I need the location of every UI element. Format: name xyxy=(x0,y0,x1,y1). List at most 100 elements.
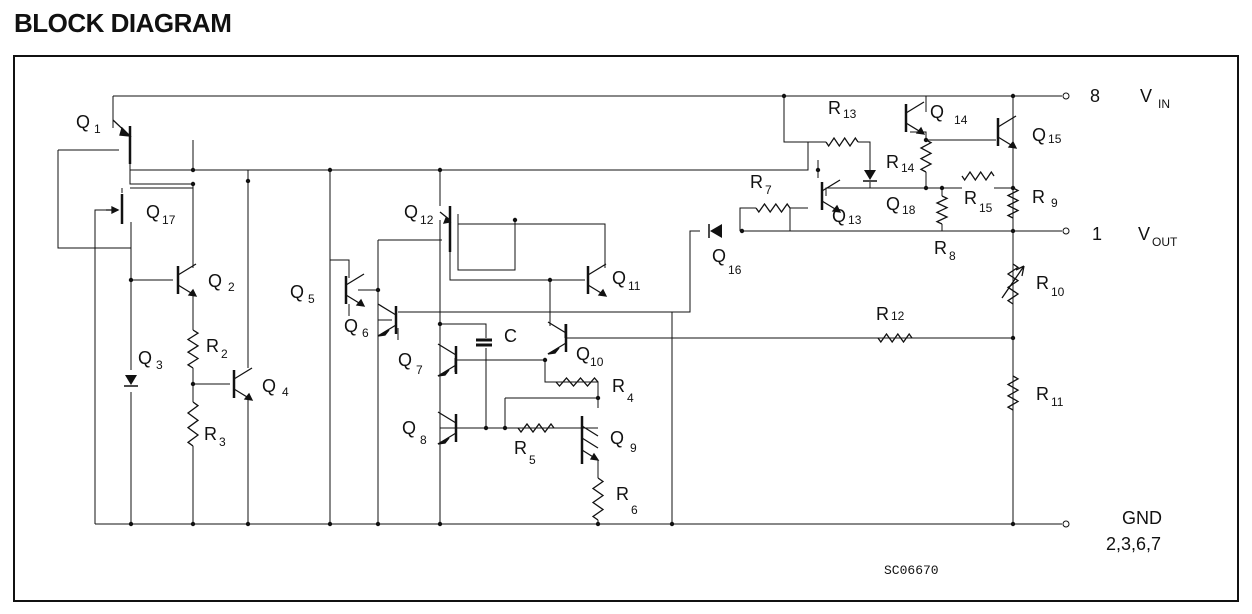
resistor-r15 xyxy=(961,170,995,182)
label-r4: R4 xyxy=(612,376,634,405)
junction-dot xyxy=(437,521,443,527)
transistor-q10 xyxy=(547,321,568,355)
junction-dot xyxy=(190,381,196,387)
wire xyxy=(330,259,350,278)
junction-dot xyxy=(923,137,929,143)
wire xyxy=(94,209,106,524)
label-q8: Q8 xyxy=(402,418,427,447)
page-title: BLOCK DIAGRAM xyxy=(14,8,232,38)
zener-q3 xyxy=(124,375,138,387)
junction-dot xyxy=(595,395,601,401)
transistors xyxy=(106,101,1018,464)
label-r5: R5 xyxy=(514,438,536,467)
wire xyxy=(440,323,487,338)
junction-dot xyxy=(1010,335,1016,341)
diode-q16 xyxy=(708,224,722,238)
gnd-pin-name: GND xyxy=(1122,508,1162,528)
junction-dot xyxy=(437,167,443,173)
transistor-q13 xyxy=(820,179,842,213)
junction-dot xyxy=(923,185,929,191)
wire xyxy=(455,359,599,408)
junction-dot xyxy=(128,521,134,527)
junction-dot xyxy=(512,217,518,223)
resistor-r5 xyxy=(517,422,555,434)
junction-dot xyxy=(781,93,787,99)
resistor-r13 xyxy=(825,136,859,148)
drawing-code: SC06670 xyxy=(884,563,939,578)
transistor-q9 xyxy=(580,416,600,464)
transistor-q5 xyxy=(344,273,366,307)
transistor-q17 xyxy=(106,194,124,224)
resistor-r4 xyxy=(555,377,599,387)
junction-dot xyxy=(437,321,443,327)
wire xyxy=(457,214,516,271)
wire xyxy=(739,207,756,231)
junction-dot xyxy=(190,167,196,173)
transistor-q15 xyxy=(996,115,1018,149)
r10-adjust-arrow xyxy=(1001,265,1025,299)
transistor-q14 xyxy=(904,101,926,135)
transistor-q1 xyxy=(112,119,132,164)
junction-dot xyxy=(502,425,508,431)
wire xyxy=(398,230,700,313)
resistor-r12 xyxy=(877,332,913,344)
transistor-q8 xyxy=(437,411,458,445)
vout-pin-number: 1 xyxy=(1092,224,1102,244)
diagram-frame xyxy=(13,55,1239,602)
transistor-q2 xyxy=(176,263,198,297)
junction-dot xyxy=(375,521,381,527)
label-q10: Q10 xyxy=(576,344,604,369)
junction-dot xyxy=(739,228,745,234)
junction-dot xyxy=(327,521,333,527)
label-q16: Q16 xyxy=(712,246,742,277)
capacitor-c xyxy=(476,338,492,347)
junction-dot xyxy=(669,521,675,527)
label-r6: R6 xyxy=(616,484,638,517)
wire xyxy=(129,142,193,185)
resistor-r7 xyxy=(755,202,791,214)
resistors xyxy=(186,136,1025,521)
wire xyxy=(458,223,606,268)
transistor-q11 xyxy=(586,263,608,297)
wire xyxy=(910,131,927,140)
junction-dot xyxy=(595,521,601,527)
junction-dot xyxy=(375,287,381,293)
diodes xyxy=(124,170,877,387)
zener-q18 xyxy=(863,170,877,182)
vin-terminal xyxy=(1062,92,1070,100)
junction-dots xyxy=(128,93,1016,527)
vin-pin-number: 8 xyxy=(1090,86,1100,106)
junction-dot xyxy=(1010,521,1016,527)
gnd-pin-numbers: 2,3,6,7 xyxy=(1106,534,1161,554)
junction-dot xyxy=(939,185,945,191)
resistor-r3 xyxy=(186,401,200,447)
junction-dot xyxy=(547,277,553,283)
label-c: C xyxy=(504,326,517,346)
transistor-q7 xyxy=(437,343,458,377)
resistor-r6 xyxy=(591,477,605,521)
vout-terminal xyxy=(1062,227,1070,235)
junction-dot xyxy=(245,521,251,527)
